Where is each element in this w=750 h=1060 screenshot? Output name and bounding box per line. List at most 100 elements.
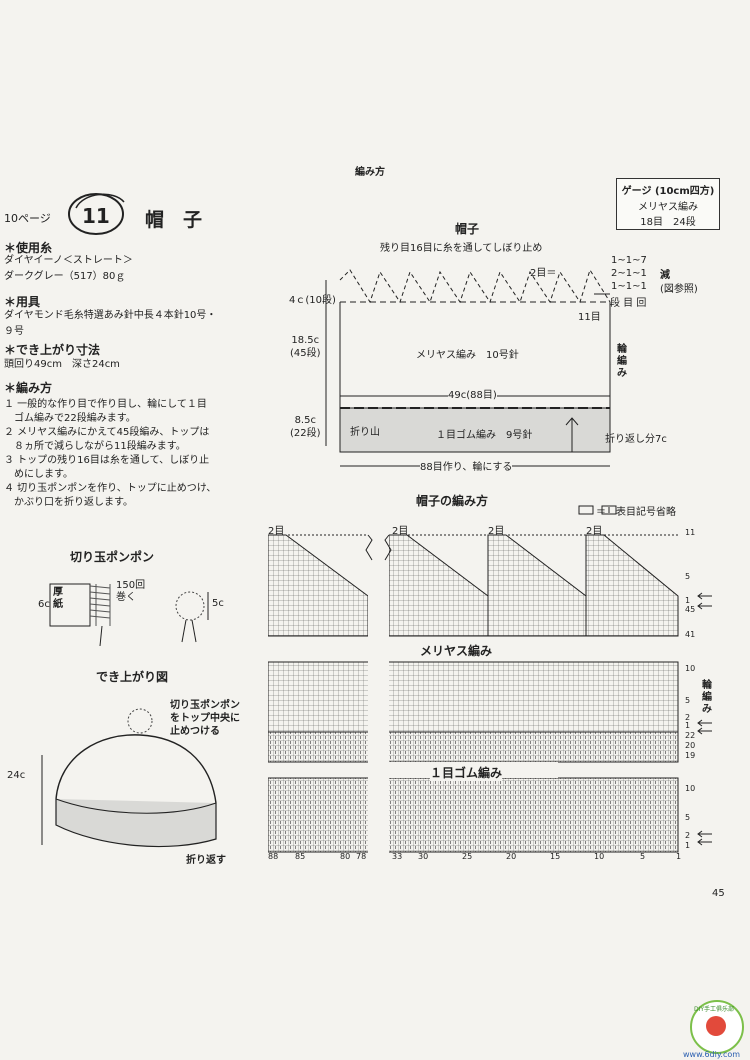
two-stitch-label-1: 2目 <box>268 526 285 537</box>
logo-center-icon <box>706 1016 726 1036</box>
watermark-line1: DIY手工俱乐部 <box>694 1006 735 1013</box>
row-number: 1 <box>685 721 691 730</box>
page-number: 45 <box>712 888 725 899</box>
size-line: 頭回り49cm 深さ24cm <box>4 359 120 370</box>
row-number: 20 <box>685 741 696 750</box>
method-line: ２ メリヤス編みにかえて45段編み、トップは <box>4 427 210 438</box>
eleven-stitches: 11目 <box>578 312 601 323</box>
watermark-logo: DIY手工俱乐部 <box>690 1000 744 1054</box>
body-height: 18.5c (45段) <box>290 335 321 359</box>
row-number: 11 <box>685 528 696 537</box>
pompom-heading: 切り玉ポンポン <box>70 550 155 564</box>
finished-heading: でき上がり図 <box>96 670 169 684</box>
top-note: 残り目16目に糸を通してしぼり止め <box>380 243 543 254</box>
tools-line-2: ９号 <box>4 326 24 337</box>
knitting-chart <box>267 520 688 869</box>
tools-line-1: ダイヤモンド毛糸特選あみ針中長４本針10号・ <box>4 310 217 321</box>
pompom-attach-note: 切り玉ポンポン をトップ中央に 止めつける <box>170 700 240 737</box>
chart-round-label: 輪編み <box>702 680 712 715</box>
method-line: ４ 切り玉ポンポンを作り、トップに止めつけ、 <box>4 483 217 494</box>
column-number: 25 <box>462 852 473 861</box>
row-number: 5 <box>685 696 691 705</box>
row-number: 5 <box>685 572 691 581</box>
decrease-row-2: 2~1~1 <box>611 268 647 279</box>
page-reference: 10ページ <box>4 212 51 225</box>
pompom-height: 5c <box>212 598 224 609</box>
fold-allowance: 折り返し分7c <box>605 434 667 445</box>
column-number: 1 <box>676 852 682 861</box>
round-label: 輪編み <box>617 344 627 379</box>
decrease-reference: (図参照) <box>660 284 698 295</box>
row-number: 1 <box>685 596 691 605</box>
method-line: かぶり口を折り返します。 <box>4 497 133 508</box>
fold-label: 折り返す <box>186 855 226 866</box>
column-number: 15 <box>550 852 561 861</box>
chart-title: 帽子の編み方 <box>416 494 489 508</box>
row-number: 45 <box>685 605 696 614</box>
cast-on-label: 88目作り、輪にする <box>420 458 513 473</box>
hat-illustration <box>41 708 217 848</box>
chart-grid <box>267 520 679 865</box>
gauge-title: ゲージ (10cm四方) <box>621 186 715 197</box>
method-heading: ＊編み方 <box>4 381 53 395</box>
stockinette-label: メリヤス編み <box>420 642 493 659</box>
yarn-line-2: ダイヤイーノ＜ストレート＞ <box>4 255 133 266</box>
column-number: 85 <box>295 852 306 861</box>
pompom-illustration <box>49 583 209 647</box>
decrease-row-1: 1~1~7 <box>611 255 647 266</box>
number-circle <box>68 193 125 235</box>
decrease-caption: 減 <box>660 270 670 281</box>
top-height: 4ｃ(10段) <box>289 295 336 306</box>
column-number: 80 <box>340 852 351 861</box>
column-number: 10 <box>594 852 605 861</box>
decrease-label: 2目＝ <box>530 268 557 279</box>
row-number: 2 <box>685 831 691 840</box>
gauge-line2: 18目 24段 <box>640 217 696 228</box>
hat-schematic <box>325 268 611 467</box>
two-stitch-label-4: 2目 <box>586 526 603 537</box>
row-number: 19 <box>685 751 696 760</box>
row-number: 5 <box>685 813 691 822</box>
column-number: 78 <box>356 852 367 861</box>
legend-text: ＝ 表目記号省略 <box>596 507 676 518</box>
row-number: 1 <box>685 841 691 850</box>
method-line: ３ トップの残り16目は糸を通して、しぼり止 <box>4 455 210 466</box>
row-number: 10 <box>685 664 696 673</box>
row-number: 41 <box>685 630 696 639</box>
method-line: ゴム編みで22段編みます。 <box>4 413 136 424</box>
row-number: 22 <box>685 731 696 740</box>
column-number: 20 <box>506 852 517 861</box>
cardboard-label: 厚紙 <box>53 587 63 610</box>
two-stitch-label-2: 2目 <box>392 526 409 537</box>
decrease-columns: 段 目 回 <box>610 298 647 309</box>
watermark-url: www.6diy.com <box>683 1050 741 1059</box>
project-number: 11 <box>82 204 110 228</box>
header-label: 編み方 <box>355 167 385 178</box>
rib-height: 8.5c (22段) <box>290 415 321 439</box>
method-list: １ 一般的な作り目で作り目し、輪にして１目 ゴム編みで22段編みます。 ２ メリ… <box>4 398 216 510</box>
method-line: １ 一般的な作り目で作り目し、輪にして１目 <box>4 399 207 410</box>
row-arrows <box>697 592 712 846</box>
project-title: 帽 子 <box>145 209 203 231</box>
column-number: 88 <box>268 852 279 861</box>
gauge-box: ゲージ (10cm四方) メリヤス編み 18目 24段 <box>616 178 720 230</box>
column-number: 33 <box>392 852 403 861</box>
size-heading: ＊でき上がり寸法 <box>4 343 101 357</box>
body-label: メリヤス編み 10号針 <box>416 350 519 361</box>
two-stitch-label-3: 2目 <box>488 526 505 537</box>
tools-heading: ＊用具 <box>4 295 41 309</box>
depth-label: 24c <box>7 770 26 781</box>
decrease-row-3: 1~1~1 <box>611 281 647 292</box>
width-label: 49c(88目) <box>448 386 497 401</box>
rib-label: １目ゴム編み 9号針 <box>436 430 533 441</box>
column-number: 5 <box>640 852 646 861</box>
method-line: ８ヵ所で減らしながら11段編みます。 <box>4 441 186 452</box>
decrease-section <box>267 534 679 637</box>
column-number: 30 <box>418 852 429 861</box>
row-number: 10 <box>685 784 696 793</box>
rib-label-chart: １目ゴム編み <box>430 764 503 781</box>
row-number: 2 <box>685 713 691 722</box>
fold-line-label: 折り山 <box>350 427 380 438</box>
yarn-line-3: ダークグレー（517）80ｇ <box>4 271 126 282</box>
pompom-width: 6c <box>38 599 50 610</box>
